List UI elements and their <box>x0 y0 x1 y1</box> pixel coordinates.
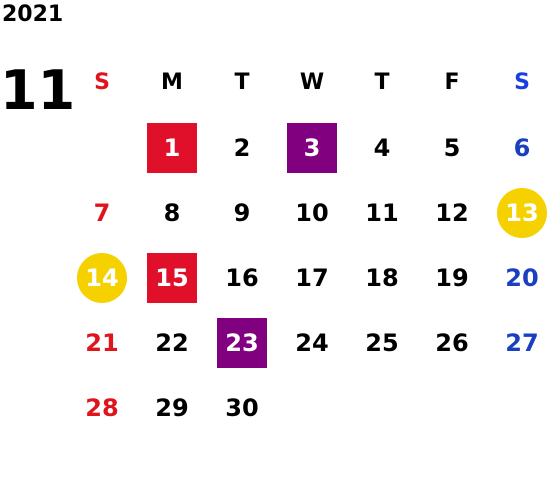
day-cell: 4 <box>347 115 417 180</box>
day-cell: 13 <box>487 180 548 245</box>
day-number: 28 <box>85 393 119 422</box>
day-number <box>497 383 547 433</box>
day-cell: 19 <box>417 245 487 310</box>
day-number: 20 <box>505 263 539 292</box>
day-cell: 6 <box>487 115 548 180</box>
day-cell: 18 <box>347 245 417 310</box>
weekday-header-tuesday: T <box>234 70 250 95</box>
day-number: 5 <box>443 133 461 162</box>
day-number: 6 <box>513 133 531 162</box>
day-number: 11 <box>365 198 399 227</box>
day-number: 14 <box>77 252 127 303</box>
weekday-header-friday: F <box>444 70 460 95</box>
day-cell: 21 <box>67 310 137 375</box>
day-cell: 14 <box>67 245 137 310</box>
day-number: 2 <box>233 133 251 162</box>
day-cell: 15 <box>137 245 207 310</box>
weekday-header-sunday: S <box>94 70 110 95</box>
day-cell: 25 <box>347 310 417 375</box>
day-number: 4 <box>373 133 391 162</box>
day-number: 16 <box>225 263 259 292</box>
day-number: 24 <box>295 328 329 357</box>
day-cell: 9 <box>207 180 277 245</box>
day-cell: 7 <box>67 180 137 245</box>
day-number: 25 <box>365 328 399 357</box>
month-number: 11 <box>0 59 76 122</box>
day-number: 8 <box>163 198 181 227</box>
day-cell: 22 <box>137 310 207 375</box>
day-number: 23 <box>217 317 267 368</box>
day-number: 30 <box>225 393 259 422</box>
day-cell: 29 <box>137 375 207 440</box>
day-number: 9 <box>233 198 251 227</box>
day-number: 29 <box>155 393 189 422</box>
day-number: 22 <box>155 328 189 357</box>
empty-day-cell <box>347 375 417 440</box>
weekday-header-monday: M <box>161 70 183 95</box>
day-cell: 17 <box>277 245 347 310</box>
day-number: 18 <box>365 263 399 292</box>
day-number: 7 <box>93 198 111 227</box>
day-number: 27 <box>505 328 539 357</box>
day-cell: 26 <box>417 310 487 375</box>
day-cell: 12 <box>417 180 487 245</box>
day-cell: 23 <box>207 310 277 375</box>
day-number <box>427 383 477 433</box>
day-cell: 10 <box>277 180 347 245</box>
day-cell: 16 <box>207 245 277 310</box>
weekday-header-thursday: T <box>374 70 390 95</box>
day-number: 17 <box>295 263 329 292</box>
day-number: 19 <box>435 263 469 292</box>
day-number <box>357 383 407 433</box>
day-number: 3 <box>287 122 337 173</box>
year-label: 2021 <box>2 2 64 27</box>
day-cell: 24 <box>277 310 347 375</box>
day-number: 15 <box>147 252 197 303</box>
day-cell: 30 <box>207 375 277 440</box>
day-number <box>287 383 337 433</box>
day-cell: 28 <box>67 375 137 440</box>
day-cell: 1 <box>137 115 207 180</box>
day-number: 10 <box>295 198 329 227</box>
day-number: 1 <box>147 122 197 173</box>
day-number <box>77 123 127 173</box>
day-cell: 5 <box>417 115 487 180</box>
day-number: 21 <box>85 328 119 357</box>
weekday-header-saturday: S <box>514 70 530 95</box>
day-number: 13 <box>497 187 547 238</box>
empty-day-cell <box>67 115 137 180</box>
empty-day-cell <box>487 375 548 440</box>
day-number: 12 <box>435 198 469 227</box>
day-cell: 11 <box>347 180 417 245</box>
day-cell: 2 <box>207 115 277 180</box>
weekday-header-wednesday: W <box>299 70 325 95</box>
day-cell: 20 <box>487 245 548 310</box>
day-cell: 3 <box>277 115 347 180</box>
empty-day-cell <box>417 375 487 440</box>
day-cell: 8 <box>137 180 207 245</box>
empty-day-cell <box>277 375 347 440</box>
day-number: 26 <box>435 328 469 357</box>
day-cell: 27 <box>487 310 548 375</box>
